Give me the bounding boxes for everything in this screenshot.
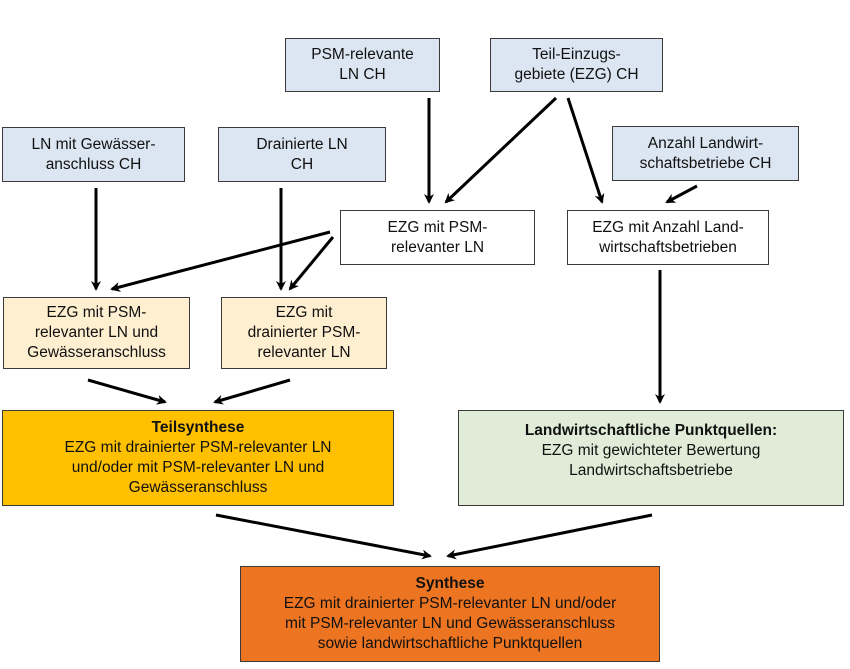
box-line: EZG mit drainierter PSM-relevanter LN <box>64 439 332 456</box>
box-line: gebiete (EZG) CH <box>514 66 639 83</box>
box-line: Drainierte LN <box>256 135 348 153</box>
box-line: Landwirtschaftsbetriebe <box>569 462 733 479</box>
box-line: wirtschaftsbetrieben <box>599 238 737 256</box>
arrow-teil_ezg-to-ezg_psm <box>444 96 558 204</box>
box-title: Landwirtschaftliche Punktquellen: <box>524 422 778 439</box>
box-ezg-psm-relevante-ln: EZG mit PSM- relevanter LN <box>340 210 535 265</box>
box-psm-relevante-ln: PSM-relevante LN CH <box>285 38 440 92</box>
box-ezg-psm-gewaesseranschluss: EZG mit PSM- relevanter LN und Gewässera… <box>3 297 190 369</box>
box-title: Synthese <box>415 575 485 592</box>
arrow-teilsynthese-to-synthese <box>215 513 432 560</box>
box-line: CH <box>290 155 314 173</box>
box-line: relevanter LN <box>390 238 485 256</box>
box-line: Anzahl Landwirt- <box>647 134 764 152</box>
arrow-anzahl_betriebe-to-ezg_betriebe <box>665 184 698 204</box>
box-line: EZG mit <box>275 304 333 321</box>
box-line: LN mit Gewässer- <box>31 135 156 153</box>
box-line: drainierter PSM- <box>247 324 361 341</box>
arrow-teil_ezg-to-ezg_betriebe <box>566 97 605 204</box>
box-teilsynthese: Teilsynthese EZG mit drainierter PSM-rel… <box>2 410 394 506</box>
box-line: EZG mit Anzahl Land- <box>592 218 744 236</box>
box-ezg-anzahl-betriebe: EZG mit Anzahl Land- wirtschaftsbetriebe… <box>567 210 769 265</box>
box-landwirtschaftliche-punktquellen: Landwirtschaftliche Punktquellen: EZG mi… <box>458 410 844 506</box>
box-line: EZG mit PSM- <box>46 304 147 321</box>
box-line: Gewässeranschluss <box>27 344 166 361</box>
box-line: und/oder mit PSM-relevanter LN und <box>71 459 325 476</box>
box-line: Teil-Einzugs- <box>532 46 621 63</box>
arrow-ezg_psm_gewaesser-to-teilsynthese <box>87 378 167 405</box>
box-line: EZG mit gewichteter Bewertung <box>541 442 761 459</box>
box-teil-einzugsgebiete: Teil-Einzugs- gebiete (EZG) CH <box>490 38 663 92</box>
box-line: mit PSM-relevanter LN und Gewässeranschl… <box>285 615 615 632</box>
box-drainierte-ln: Drainierte LN CH <box>218 127 386 182</box>
box-line: LN CH <box>339 66 386 83</box>
box-synthese: Synthese EZG mit drainierter PSM-relevan… <box>240 566 660 662</box>
box-line: PSM-relevante <box>311 46 414 63</box>
arrow-punktquellen-to-synthese <box>446 513 653 560</box>
box-anzahl-landwirtschaftsbetriebe: Anzahl Landwirt- schaftsbetriebe CH <box>612 126 799 181</box>
box-ln-gewaesseranschluss: LN mit Gewässer- anschluss CH <box>2 127 185 182</box>
box-line: anschluss CH <box>45 155 142 173</box>
box-ezg-drainierte-psm-ln: EZG mit drainierter PSM- relevanter LN <box>221 297 387 369</box>
box-title: Teilsynthese <box>151 419 245 436</box>
box-line: EZG mit PSM- <box>387 218 488 236</box>
box-line: schaftsbetriebe CH <box>639 154 772 172</box>
box-line: Gewässeranschluss <box>128 479 268 496</box>
box-line: EZG mit drainierter PSM-relevanter LN un… <box>283 595 617 612</box>
box-line: sowie landwirtschaftliche Punktquellen <box>317 635 583 652</box>
arrow-ezg_psm-to-ezg_psm_gewaesser <box>110 230 331 292</box>
box-line: relevanter LN und <box>34 324 159 341</box>
arrow-ezg_psm-to-ezg_drainiert <box>288 236 335 291</box>
box-line: relevanter LN <box>257 344 351 361</box>
arrow-ezg_drainiert-to-teilsynthese <box>213 378 291 405</box>
